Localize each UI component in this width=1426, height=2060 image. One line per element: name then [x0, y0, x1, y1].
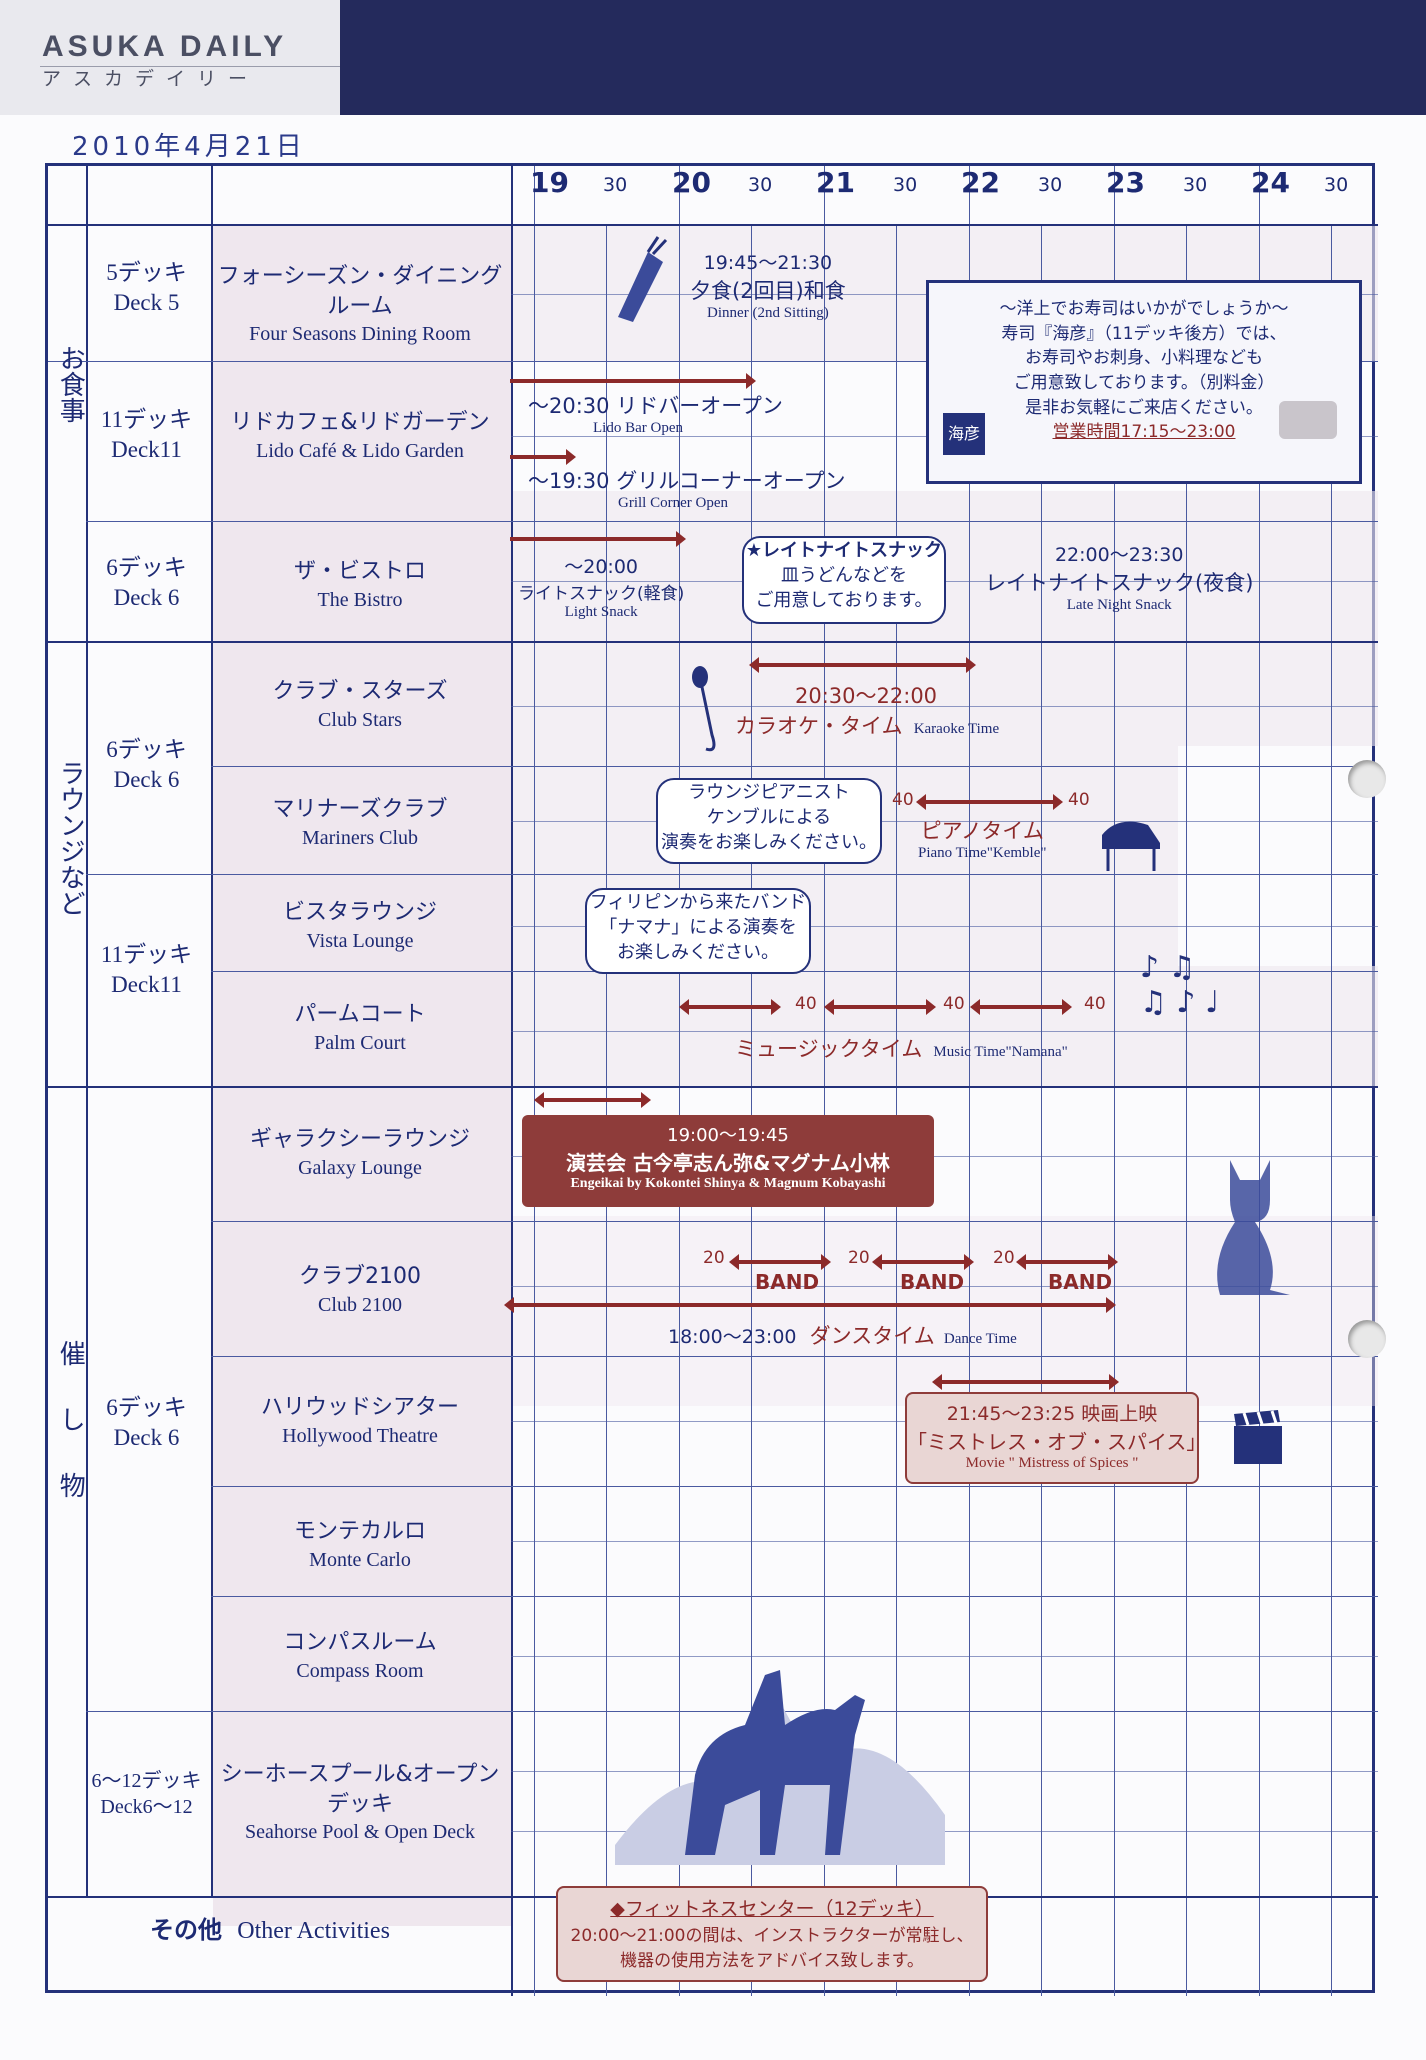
lido-bar-event: 〜20:30 リドバーオープン Lido Bar Open	[528, 394, 783, 436]
band-arrow	[729, 1254, 831, 1270]
bistro-arrow	[510, 531, 686, 547]
bistro-light-snack: 〜20:00 ライトスナック(軽食) Light Snack	[518, 556, 685, 620]
engeikai-event: 19:00〜19:45 演芸会 古今亭志ん弥&マグナム小林 Engeikai b…	[522, 1115, 934, 1207]
cat-icon	[1210, 1150, 1300, 1300]
row-shade-vista	[513, 966, 1378, 1086]
band-mark: 20	[993, 1248, 1015, 1268]
music-mark: 40	[795, 994, 817, 1014]
hour-21: 21	[816, 166, 855, 199]
piano-start-mark: 40	[892, 790, 914, 810]
music-arrow	[679, 999, 781, 1015]
band-label: BAND	[1048, 1270, 1113, 1294]
sushi-ad: 〜洋上でお寿司はいかがでしょうか〜 寿司『海彦』（11デッキ後方）では、 お寿司…	[926, 280, 1362, 484]
masthead	[0, 0, 340, 115]
clapperboard-icon	[1232, 1410, 1284, 1466]
sushi-plate-icon	[1279, 401, 1337, 439]
hour-22: 22	[961, 166, 1000, 199]
hour-24: 24	[1251, 166, 1290, 199]
fitness-event: ◆フィットネスセンター（12デッキ） 20:00〜21:00の間は、インストラク…	[556, 1886, 988, 1982]
band-mark: 20	[703, 1248, 725, 1268]
masthead-divider	[40, 66, 340, 67]
hour-19: 19	[530, 166, 569, 199]
music-mark: 40	[1084, 994, 1106, 1014]
band-bubble: フィリピンから来たバンド 「ナマナ」による演奏を お楽しみください。	[585, 888, 811, 974]
header-band	[340, 0, 1426, 115]
piano-event: ピアノタイム Piano Time"Kemble"	[918, 819, 1047, 861]
piano-arrow	[916, 794, 1063, 810]
venue-column-shade	[213, 226, 513, 1926]
half-19: 30	[603, 174, 628, 196]
movie-event: 21:45〜23:25 映画上映 「ミストレス・オブ・スパイス」 Movie "…	[905, 1392, 1206, 1484]
lido-bar-arrow	[510, 373, 756, 389]
half-22: 30	[1038, 174, 1063, 196]
dance-arrow	[504, 1297, 1116, 1313]
movie-arrow	[932, 1374, 1119, 1390]
binder-hole	[1348, 760, 1386, 798]
piano-end-mark: 40	[1068, 790, 1090, 810]
music-event: ミュージックタイム Music Time"Namana"	[735, 1037, 1068, 1061]
piano-icon	[1098, 815, 1164, 873]
band-arrow	[1016, 1254, 1118, 1270]
grill-event: 〜19:30 グリルコーナーオープン Grill Corner Open	[528, 469, 846, 511]
music-notes-icon: ♪ ♫♫ ♪ ♩	[1140, 950, 1220, 1020]
sushi-icon	[608, 232, 668, 322]
other-activities-label: その他 Other Activities	[150, 1916, 390, 1944]
band-mark: 20	[848, 1248, 870, 1268]
dinner-event: 19:45〜21:30 夕食(2回目)和食 Dinner (2nd Sittin…	[690, 252, 846, 321]
masthead-subtitle: アスカデイリー	[42, 68, 260, 90]
page-date: 2010年4月21日	[72, 132, 306, 162]
microphone-icon	[688, 665, 728, 755]
section-events: 催し物	[55, 1340, 86, 1538]
karaoke-arrow	[749, 657, 976, 673]
band-label: BAND	[755, 1270, 820, 1294]
piano-bubble: ラウンジピアニスト ケンブルによる 演奏をお楽しみください。	[656, 778, 882, 864]
music-arrow	[824, 999, 936, 1015]
binder-hole	[1348, 1320, 1386, 1358]
band-label: BAND	[900, 1270, 965, 1294]
band-arrow	[872, 1254, 974, 1270]
engeikai-arrow	[534, 1092, 651, 1108]
camel-illustration	[615, 1615, 945, 1865]
half-24: 30	[1324, 174, 1349, 196]
music-arrow	[970, 999, 1072, 1015]
dance-event: 18:00〜23:00 ダンスタイム Dance Time	[668, 1324, 1017, 1348]
masthead-title: ASUKA DAILY	[42, 30, 288, 63]
half-20: 30	[748, 174, 773, 196]
late-night-snack: 22:00〜23:30 レイトナイトスナック(夜食) Late Night Sn…	[985, 544, 1254, 613]
umihiko-logo: 海彦	[943, 413, 985, 455]
hour-20: 20	[672, 166, 711, 199]
late-night-bubble: ★レイトナイトスナック 皿うどんなどを ご用意しております。	[742, 536, 946, 624]
hour-23: 23	[1106, 166, 1145, 199]
karaoke-event: 20:30〜22:00 カラオケ・タイム Karaoke Time	[735, 684, 1000, 738]
music-mark: 40	[943, 994, 965, 1014]
row-shade-bistro	[513, 491, 1378, 746]
section-dining: お食事	[55, 345, 86, 423]
half-21: 30	[893, 174, 918, 196]
half-23: 30	[1183, 174, 1208, 196]
section-lounge: ラウンジなど	[55, 760, 86, 916]
grill-arrow	[510, 449, 576, 465]
